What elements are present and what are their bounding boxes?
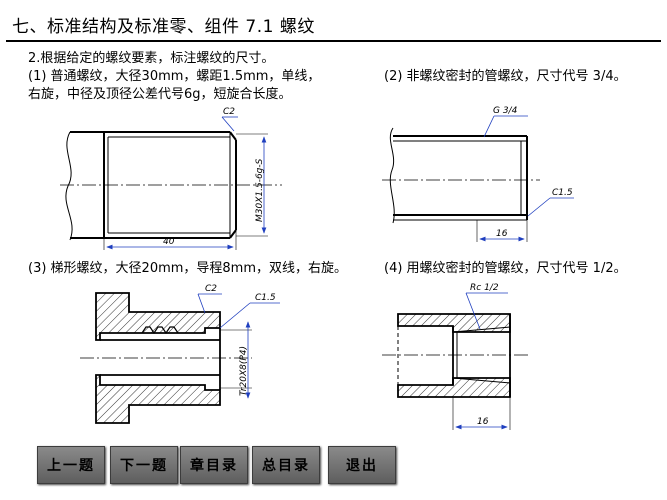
item-1-line2: 右旋，中径及顶径公差代号6g，短旋合长度。 <box>28 87 292 102</box>
main-contents-button[interactable]: 总目录 <box>252 446 320 484</box>
page-title: 七、标准结构及标准零、组件 7.1 螺纹 <box>12 17 315 37</box>
item-2-text: (2) 非螺纹密封的管螺纹，尺寸代号 3/4。 <box>384 69 627 84</box>
drawing-1-shaft: C2 M30X1.5-6g-S 40 <box>60 107 282 250</box>
item-3-text: (3) 梯形螺纹，大径20mm，导程8mm，双线，右旋。 <box>28 261 348 276</box>
header-divider <box>6 40 661 42</box>
item-1-line1: (1) 普通螺纹，大径30mm，螺距1.5mm，单线， <box>28 69 321 84</box>
prev-question-button[interactable]: 上一题 <box>37 446 105 484</box>
drawing-3-chamfer-1-label: C2 <box>205 284 217 294</box>
next-question-button[interactable]: 下一题 <box>110 446 178 484</box>
exit-button[interactable]: 退出 <box>328 446 396 484</box>
drawing-2-thread-label: G 3/4 <box>493 106 518 116</box>
drawing-1-thread-label: M30X1.5-6g-S <box>255 158 265 222</box>
drawing-1-chamfer-label: C2 <box>223 107 235 117</box>
drawing-2-chamfer-label: C1.5 <box>552 188 573 198</box>
drawing-2-length-label: 16 <box>496 229 508 239</box>
drawing-4-pipe: Rc 1/2 16 <box>382 283 528 430</box>
drawing-3-thread-label: Tr20X8(P4) <box>239 346 249 396</box>
chapter-contents-button[interactable]: 章目录 <box>180 446 248 484</box>
drawing-3-chamfer-2-label: C1.5 <box>255 293 276 303</box>
item-4-text: (4) 用螺纹密封的管螺纹，尺寸代号 1/2。 <box>384 261 627 276</box>
drawing-1-length-label: 40 <box>163 237 175 247</box>
drawing-2-pipe: G 3/4 C1.5 16 <box>382 106 574 242</box>
drawing-4-length-label: 16 <box>477 417 489 427</box>
drawing-3-sleeve: C2 C1.5 Tr20X8(P4) <box>80 284 280 424</box>
question-text: 2.根据给定的螺纹要素，标注螺纹的尺寸。 <box>28 51 275 66</box>
page-header: 七、标准结构及标准零、组件 7.1 螺纹 <box>0 0 667 44</box>
drawing-4-thread-label: Rc 1/2 <box>470 283 499 293</box>
